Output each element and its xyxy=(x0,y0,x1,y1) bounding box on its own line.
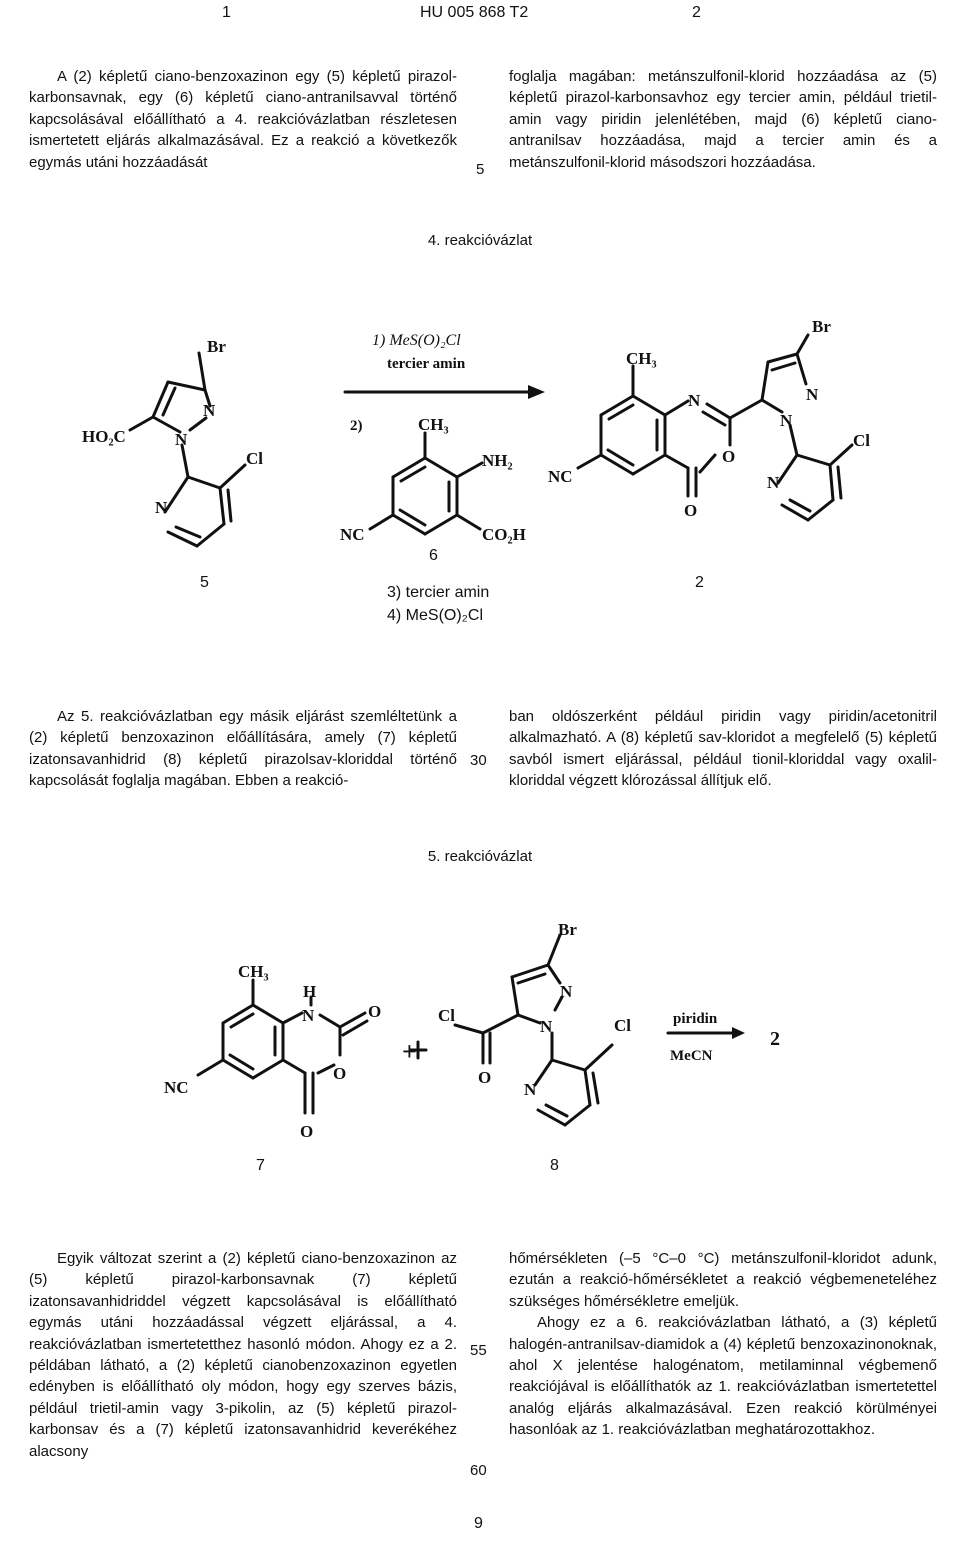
reagent-1b: tercier amin xyxy=(387,356,466,372)
paragraph-col1-top: A (2) képletű ciano-benzoxazinon egy (5)… xyxy=(29,66,457,173)
reagent-mecn: MeCN xyxy=(670,1048,713,1064)
atom-n: N xyxy=(767,473,780,492)
line-marker-30: 30 xyxy=(470,752,487,769)
atom-n: N xyxy=(688,391,701,410)
line-marker-55: 55 xyxy=(470,1342,487,1359)
atom-br: Br xyxy=(812,317,831,336)
atom-o: O xyxy=(684,501,697,520)
plus-sign: + xyxy=(402,1037,417,1066)
atom-cl: Cl xyxy=(614,1016,631,1035)
atom-nc: NC xyxy=(164,1078,189,1097)
paragraph-col2-mid: ban oldószerként például piridin vagy pi… xyxy=(509,706,937,792)
step-4: 4) MeS(O)₂Cl xyxy=(387,607,483,624)
paragraph-text: ban oldószerként például piridin vagy pi… xyxy=(509,708,937,790)
line-marker-5: 5 xyxy=(476,161,485,178)
patent-id: HU 005 868 T2 xyxy=(420,4,529,21)
atom-nc: NC xyxy=(548,467,573,486)
atom-o: O xyxy=(368,1002,381,1021)
scheme4-structures: Br N N HO₂C Cl N 1) MeS(O)₂Cl tercier am… xyxy=(82,317,870,548)
atom-n: N xyxy=(302,1006,315,1025)
scheme5-structures: CH₃ H N O O O NC + Cl O Br N N Cl N piri… xyxy=(164,920,780,1141)
page-footer-number: 9 xyxy=(474,1515,483,1532)
atom-nh2: NH₂ xyxy=(482,451,513,470)
atom-o: O xyxy=(300,1122,313,1141)
atom-n: N xyxy=(806,385,819,404)
compound-label-2: 2 xyxy=(695,574,704,591)
atom-ch3: CH₃ xyxy=(418,415,449,434)
atom-br: Br xyxy=(207,337,226,356)
atom-o: O xyxy=(722,447,735,466)
reagent-piridin: piridin xyxy=(673,1011,718,1027)
reagent-2: 2) xyxy=(350,418,363,434)
atom-h: H xyxy=(303,982,316,1001)
line-marker-60: 60 xyxy=(470,1462,487,1479)
paragraph-text: Egyik változat szerint a (2) képletű cia… xyxy=(29,1250,457,1460)
atom-o: O xyxy=(478,1068,491,1087)
reagent-1: 1) MeS(O)₂Cl xyxy=(372,332,461,349)
paragraph-text: hőmérsékleten (–5 °C–0 °C) metánszulfoni… xyxy=(509,1250,937,1310)
atom-n: N xyxy=(540,1017,553,1036)
atom-n: N xyxy=(524,1080,537,1099)
page-number-left: 1 xyxy=(222,4,231,21)
paragraph-col1-bot: Egyik változat szerint a (2) képletű cia… xyxy=(29,1248,457,1462)
compound-label-7: 7 xyxy=(256,1157,265,1174)
paragraph-text: foglalja magában: metánszulfonil-klorid … xyxy=(509,68,937,171)
compound-label-8: 8 xyxy=(550,1157,559,1174)
step-3: 3) tercier amin xyxy=(387,584,490,601)
atom-n: N xyxy=(203,401,216,420)
atom-o: O xyxy=(333,1064,346,1083)
compound-label-6: 6 xyxy=(429,547,438,564)
atom-br: Br xyxy=(558,920,577,939)
paragraph-col2-top: foglalja magában: metánszulfonil-klorid … xyxy=(509,66,937,173)
atom-co2h: CO₂H xyxy=(482,525,526,544)
page-number-right: 2 xyxy=(692,4,701,21)
atom-ch3: CH₃ xyxy=(626,349,657,368)
paragraph-col1-mid: Az 5. reakcióvázlatban egy másik eljárás… xyxy=(29,706,457,792)
atom-cl: Cl xyxy=(853,431,870,450)
compound-label-5: 5 xyxy=(200,574,209,591)
paragraph-text: A (2) képletű ciano-benzoxazinon egy (5)… xyxy=(29,68,457,171)
atom-n: N xyxy=(780,411,793,430)
atom-cl: Cl xyxy=(438,1006,455,1025)
atom-n: N xyxy=(560,982,573,1001)
atom-cl: Cl xyxy=(246,449,263,468)
atom-ho2c: HO₂C xyxy=(82,427,126,446)
paragraph-text: Ahogy ez a 6. reakcióvázlatban látható, … xyxy=(509,1314,937,1439)
product-label: 2 xyxy=(770,1028,780,1050)
atom-ch3: CH₃ xyxy=(238,962,269,981)
atom-n: N xyxy=(155,498,168,517)
paragraph-col2-bot: hőmérsékleten (–5 °C–0 °C) metánszulfoni… xyxy=(509,1248,937,1441)
scheme4-caption: 4. reakcióvázlat xyxy=(427,232,533,249)
atom-nc: NC xyxy=(340,525,365,544)
atom-n: N xyxy=(175,430,188,449)
paragraph-text: Az 5. reakcióvázlatban egy másik eljárás… xyxy=(29,708,457,790)
scheme5-caption: 5. reakcióvázlat xyxy=(427,848,533,865)
